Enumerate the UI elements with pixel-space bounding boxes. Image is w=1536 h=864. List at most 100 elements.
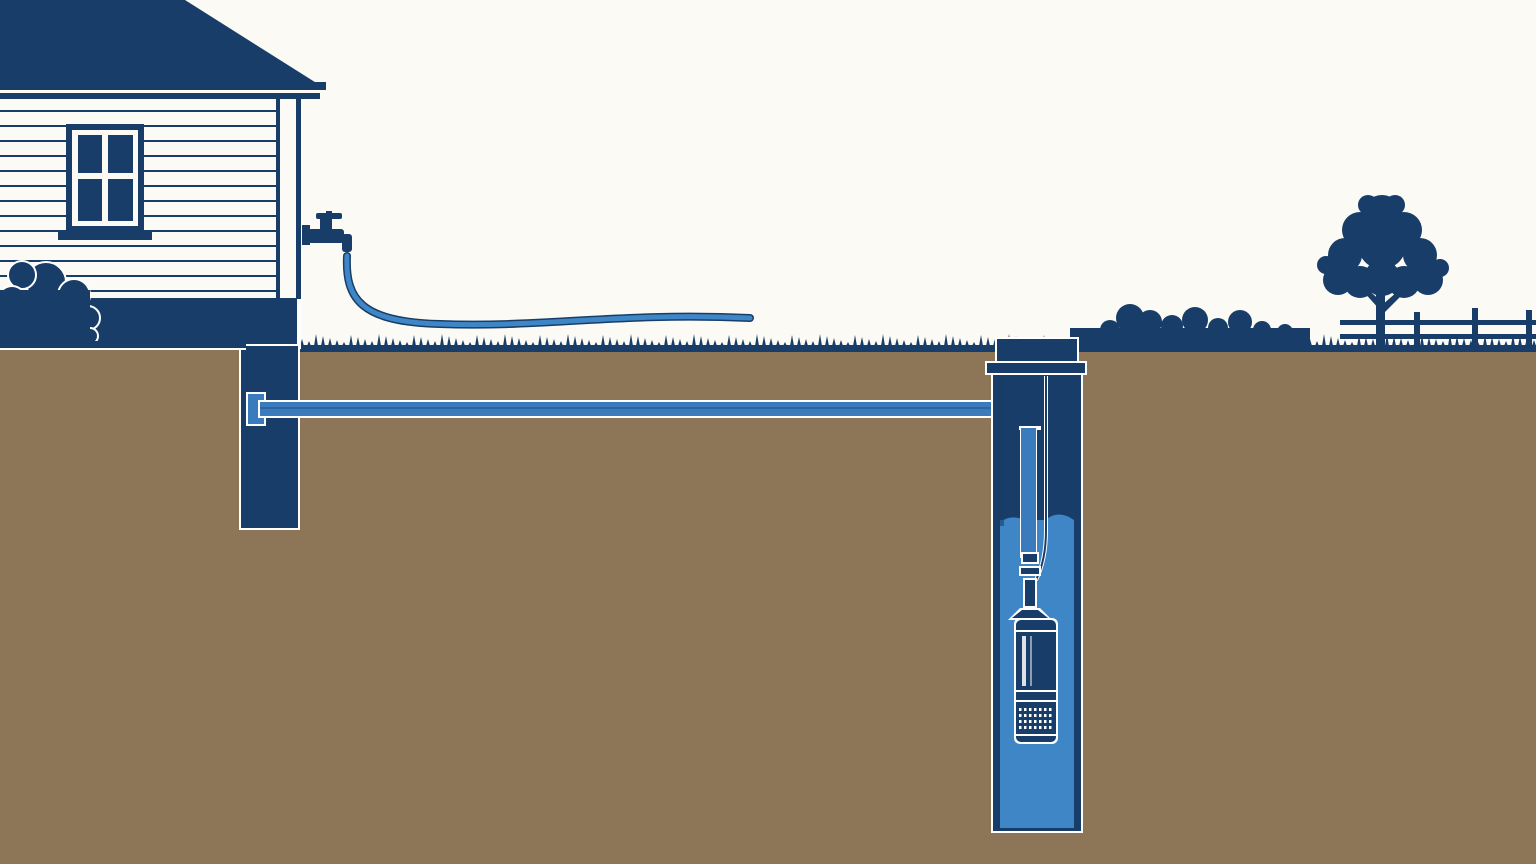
grass-tuft [307, 341, 311, 346]
grass-tuft [356, 337, 360, 346]
grass-tuft [419, 337, 423, 346]
grass-tuft [1322, 334, 1326, 346]
distant-bushes-icon [1070, 304, 1310, 346]
grass-tuft [643, 338, 647, 346]
grass-tuft [1350, 342, 1354, 346]
grass-tuft [559, 341, 563, 346]
grass-tuft [363, 339, 367, 346]
grass-tuft [566, 334, 570, 346]
screen-slot [1049, 708, 1052, 711]
grass-tuft [937, 341, 941, 346]
grass-tuft [678, 339, 682, 346]
grass-tuft [468, 342, 472, 346]
grass-tuft [657, 342, 661, 346]
grass-tuft [440, 334, 444, 346]
grass-tuft [972, 342, 976, 346]
screen-slot [1034, 726, 1037, 729]
fence-icon [1340, 308, 1536, 348]
grass-tuft [1427, 337, 1431, 346]
grass-tuft [1385, 334, 1389, 346]
pump-intake-screen [1019, 708, 1052, 729]
siding-line [0, 275, 278, 277]
screen-slot [1049, 720, 1052, 723]
grass-tuft [314, 334, 318, 346]
grass-tuft [433, 341, 437, 346]
grass-tuft [902, 340, 906, 346]
grass-tuft [1357, 335, 1361, 346]
grass-tuft [1434, 339, 1438, 346]
grass-tuft [839, 340, 843, 346]
grass-tuft [391, 338, 395, 346]
grass-tuft [580, 338, 584, 346]
grass-tuft [1497, 339, 1501, 346]
grass-tuft [1455, 336, 1459, 346]
grass-tuft [1392, 336, 1396, 346]
grass-tuft [447, 336, 451, 346]
grass-tuft [741, 339, 745, 346]
grass-tuft [538, 335, 542, 346]
grass-tuft [454, 338, 458, 346]
grass-tuft [762, 336, 766, 346]
screen-slot [1024, 720, 1027, 723]
grass-tuft [384, 336, 388, 346]
grass-tuft [426, 339, 430, 346]
screen-slot [1024, 726, 1027, 729]
grass-tuft [342, 342, 346, 346]
grass-tuft [930, 339, 934, 346]
grass-tuft [860, 337, 864, 346]
grass-tuft [1532, 340, 1536, 346]
grass-tuft [776, 340, 780, 346]
screen-slot [1044, 714, 1047, 717]
grass-tuft [944, 334, 948, 346]
grass-tuft [496, 341, 500, 346]
siding-line [0, 110, 278, 112]
screen-slot [1034, 714, 1037, 717]
grass-tuft [748, 341, 752, 346]
grass-tuft [524, 340, 528, 346]
grass-tuft [573, 336, 577, 346]
grass-tuft [328, 338, 332, 346]
grass-tuft [517, 338, 521, 346]
grass-tuft [699, 336, 703, 346]
grass-tuft [867, 339, 871, 346]
screen-slot [1019, 708, 1022, 711]
grass-tuft [510, 336, 514, 346]
faucet-icon [302, 211, 352, 252]
ground-line [298, 345, 1536, 352]
grass-tuft [790, 335, 794, 346]
grass-tuft [531, 342, 535, 346]
grass-tuft [1329, 336, 1333, 346]
grass-tuft [909, 342, 913, 346]
screen-slot [1029, 726, 1032, 729]
siding-line [0, 245, 278, 247]
grass-tuft [853, 335, 857, 346]
grass-tuft [706, 338, 710, 346]
grass-tuft [321, 336, 325, 346]
siding-line [0, 260, 278, 262]
grass-tuft [398, 340, 402, 346]
grass-tuft [1371, 339, 1375, 346]
screen-slot [1034, 720, 1037, 723]
grass-tuft [965, 340, 969, 346]
grass-tuft [811, 341, 815, 346]
grass-tuft [489, 339, 493, 346]
grass-tuft [1441, 341, 1445, 346]
grass-tuft [1315, 341, 1319, 346]
grass-tuft [797, 337, 801, 346]
grass-tuft [1504, 341, 1508, 346]
grass-tuft [881, 334, 885, 346]
grass-tuft [650, 340, 654, 346]
grass-tuft [755, 334, 759, 346]
grass-tuft [1483, 335, 1487, 346]
grass-tuft [503, 334, 507, 346]
grass-tuft [916, 335, 920, 346]
grass-tuft [713, 340, 717, 346]
grass-tuft [482, 337, 486, 346]
grass-tuft [1420, 335, 1424, 346]
grass-tuft [720, 342, 724, 346]
grass-tuft [1518, 336, 1522, 346]
grass-tuft [1399, 338, 1403, 346]
grass-tuft [979, 335, 983, 346]
tree-icon [1317, 195, 1449, 348]
